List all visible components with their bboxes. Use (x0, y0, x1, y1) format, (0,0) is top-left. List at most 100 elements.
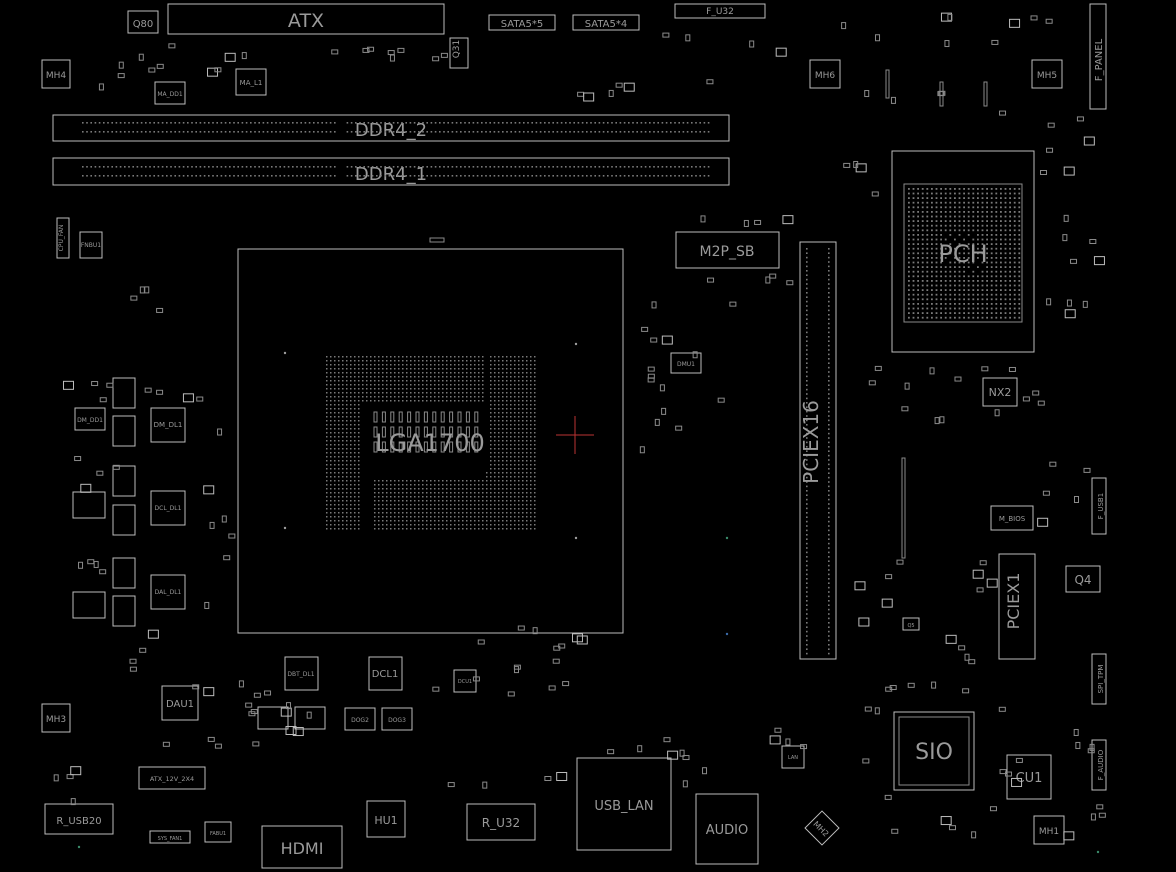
f-u32-connector: F_U32 (674, 3, 766, 19)
audio-label: AUDIO (706, 823, 749, 838)
q31-component: Q31 (449, 37, 469, 69)
fnbu1-component: FNBU1 (79, 231, 103, 259)
cpu-fan-connector: CPU_FAN (56, 217, 70, 259)
mh5-mounting-hole: MH5 (1031, 59, 1063, 89)
f-panel-connector: F_PANEL (1089, 3, 1107, 110)
sys-fan1-label: SYS_FAN1 (158, 836, 183, 842)
sata5-5-label: SATA5*5 (501, 19, 544, 30)
pciex1-label: PCIEX1 (1004, 573, 1023, 630)
ddr4-1-slot: DDR4_1 (52, 157, 730, 186)
sys-fan1-connector: SYS_FAN1 (149, 830, 191, 844)
hu1-chip: HU1 (366, 800, 406, 838)
atx-connector: ATX (167, 3, 445, 35)
dog3-label: DOG3 (388, 717, 406, 724)
vrm-mosfets-left (72, 377, 136, 627)
dcl-dl1-label: DCL_DL1 (155, 505, 182, 512)
usb-lan-label: USB_LAN (594, 799, 653, 814)
dcl-u1-label: DCU1 (458, 679, 472, 685)
q80-component: Q80 (127, 10, 159, 34)
dbt-dl1-inductor: DBT_DL1 (284, 656, 319, 691)
atx-12v-connector: ATX_12V_2X4 (138, 766, 206, 790)
q4-component: Q4 (1065, 565, 1101, 593)
pch-ball-grid (908, 188, 1021, 319)
f-audio-label: F_AUDIO (1097, 749, 1105, 780)
q4-label: Q4 (1074, 573, 1091, 587)
dau1-label: DAU1 (166, 699, 194, 710)
dcl1-inductor: DCL1 (368, 656, 403, 691)
f-usb1-connector: F_USB1 (1091, 477, 1107, 535)
mh5-label: MH5 (1037, 71, 1057, 81)
nx2-component: NX2 (982, 377, 1018, 407)
dmu1-label: DMU1 (677, 361, 695, 368)
q31-label: Q31 (452, 40, 462, 59)
pch-label: PCH (938, 240, 987, 268)
f-audio-connector: F_AUDIO (1091, 739, 1107, 791)
atx-12v-label: ATX_12V_2X4 (150, 775, 194, 783)
dau1-chip: DAU1 (161, 685, 199, 721)
ma-l1-inductor: MA_L1 (235, 68, 267, 96)
lga1700-socket: LGA1700 (237, 248, 624, 634)
m-bios-chip: M_BIOS (990, 505, 1034, 531)
mh6-mounting-hole: MH6 (809, 59, 841, 89)
r-usb20-connector: R_USB20 (44, 803, 114, 835)
mh4-label: MH4 (46, 71, 67, 81)
atx-label: ATX (288, 10, 324, 32)
lga1700-pin-field (326, 356, 536, 530)
mh2-label: MH2 (811, 820, 830, 839)
ddr4-1-label: DDR4_1 (355, 164, 427, 185)
f-u32-label: F_U32 (706, 7, 734, 17)
sata5-4-connector: SATA5*4 (572, 14, 640, 31)
pciex16-label: PCIEX16 (799, 400, 823, 484)
nx2-label: NX2 (989, 386, 1012, 399)
ddr4-2-label: DDR4_2 (355, 120, 427, 141)
lga1700-label: LGA1700 (375, 429, 484, 457)
dal-dl1-label: DAL_DL1 (155, 589, 182, 596)
mh3-mounting-hole: MH3 (41, 703, 71, 733)
mh2-mounting-hole: MH2 (804, 810, 840, 846)
ma-dd1-label: MA_DD1 (157, 91, 183, 98)
dmu1-component: DMU1 (670, 352, 702, 374)
m2p-sb-label: M2P_SB (700, 244, 755, 260)
ddr4-2-pins (82, 122, 710, 133)
pciex16-pins (806, 248, 830, 655)
dcl-u1-chip: DCU1 (453, 669, 477, 693)
pciex1-slot: PCIEX1 (998, 553, 1036, 660)
fabu1-component: FABU1 (204, 821, 232, 843)
ma-l1-label: MA_L1 (240, 79, 263, 87)
ddr4-1-pins (82, 166, 710, 177)
cpu-fan-label: CPU_FAN (58, 225, 65, 252)
hu1-label: HU1 (374, 814, 397, 827)
sata5-4-label: SATA5*4 (585, 19, 628, 30)
dog2-label: DOG2 (351, 717, 369, 724)
usb-lan-connector: USB_LAN (576, 757, 672, 851)
dal-dl1-inductor: DAL_DL1 (150, 574, 186, 610)
sata5-5-connector: SATA5*5 (488, 14, 556, 31)
spi-tpm-connector: SPI_TPM (1091, 653, 1107, 705)
r-u32-connector: R_U32 (466, 803, 536, 841)
f-panel-label: F_PANEL (1094, 38, 1105, 81)
m-bios-label: M_BIOS (999, 515, 1026, 523)
dm-dd1-component: DM_DD1 (74, 407, 106, 431)
small-components (53, 12, 1106, 841)
f-usb1-label: F_USB1 (1097, 493, 1105, 519)
dcl-dl1-inductor: DCL_DL1 (150, 490, 186, 526)
fnbu1-label: FNBU1 (81, 242, 101, 249)
m2p-sb-slot: M2P_SB (675, 231, 780, 269)
ddr4-2-slot: DDR4_2 (52, 114, 730, 142)
r-usb20-label: R_USB20 (56, 816, 101, 827)
fabu1-label: FABU1 (210, 831, 226, 837)
sio-chip: SIO (893, 711, 975, 791)
mh4-mounting-hole: MH4 (41, 59, 71, 89)
dog-mosfets (257, 706, 326, 730)
mh6-label: MH6 (815, 71, 836, 81)
dcl1-label: DCL1 (372, 669, 399, 680)
q5-component: Q5 (902, 617, 920, 631)
cu1-chip: CU1 (1006, 754, 1052, 800)
hdmi-connector: HDMI (261, 825, 343, 869)
dbt-dl1-label: DBT_DL1 (287, 671, 314, 678)
q80-label: Q80 (133, 19, 154, 30)
dm-dl1-label: DM_DL1 (154, 421, 183, 429)
spi-tpm-label: SPI_TPM (1097, 665, 1105, 694)
q5-label: Q5 (907, 623, 914, 629)
cu1-label: CU1 (1016, 771, 1043, 786)
